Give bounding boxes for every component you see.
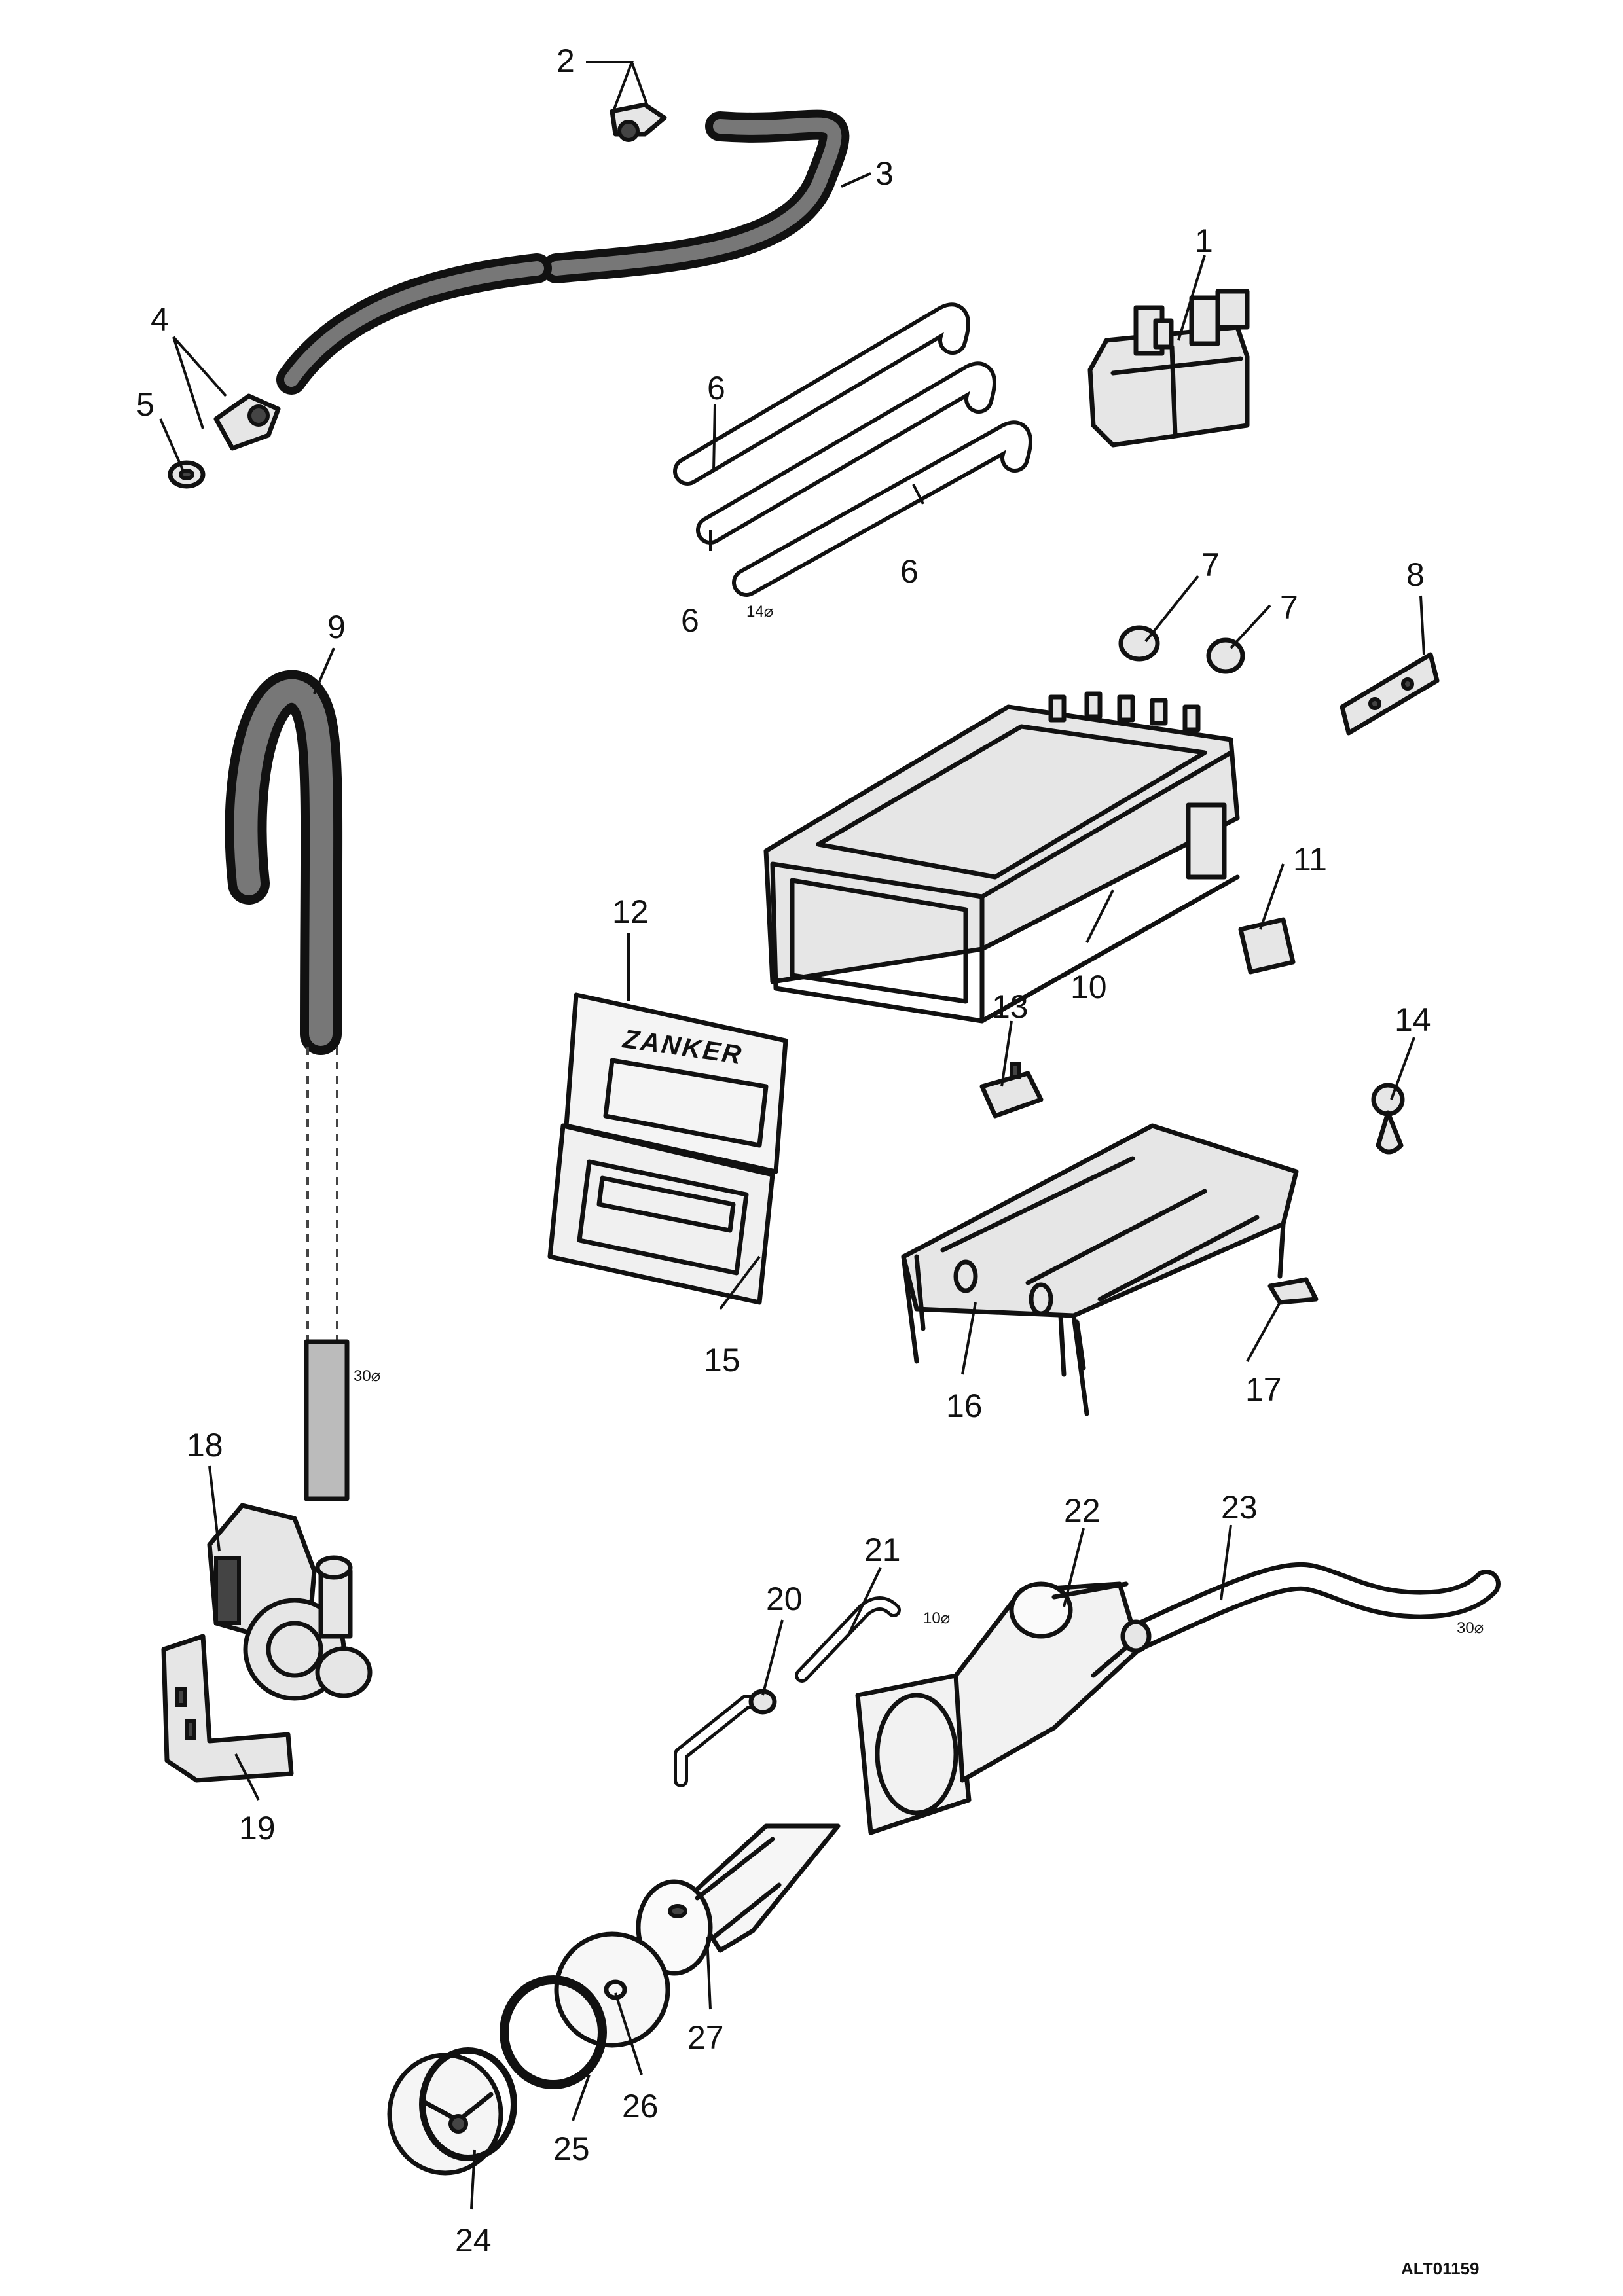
- callout-21: 21: [864, 1532, 901, 1568]
- callout-1: 1: [1195, 223, 1213, 259]
- part-8-bracket: [1340, 652, 1440, 736]
- size-label-tube-6: 14⌀: [746, 603, 773, 620]
- housing-spigots: [1048, 691, 1201, 732]
- part-21-small-tube: [795, 1596, 901, 1683]
- callout-17: 17: [1245, 1371, 1282, 1408]
- callout-13: 13: [992, 988, 1029, 1025]
- callout-3: 3: [875, 155, 894, 192]
- part-25-seal-ring: [500, 1975, 607, 2089]
- part-12-brand-panel: ZANKER: [564, 992, 788, 1174]
- part-20-bent-tube: [674, 1689, 777, 1787]
- size-labels: 14⌀ 30⌀ 10⌀ 30⌀: [354, 603, 1484, 1637]
- callout-19: 19: [239, 1810, 276, 1846]
- part-7-plugs: [1118, 625, 1245, 674]
- callout-18: 18: [187, 1427, 223, 1463]
- callout-24: 24: [455, 2222, 492, 2259]
- callout-20: 20: [766, 1581, 803, 1617]
- callout-6b: 6: [681, 602, 699, 639]
- callout-5: 5: [136, 386, 155, 423]
- part-2-hose-clip: [610, 102, 667, 142]
- part-22-sump-housing: [855, 1581, 1142, 1835]
- part-14-elbow: [1371, 1083, 1405, 1155]
- callout-14: 14: [1395, 1001, 1431, 1038]
- callout-7a: 7: [1201, 547, 1220, 583]
- part-1-valve: [1087, 289, 1250, 448]
- part-5-washer: [168, 460, 206, 489]
- part-15-drawer-front: [547, 1123, 775, 1305]
- callout-22: 22: [1064, 1492, 1101, 1529]
- part-16-drawer-tray: [901, 1123, 1299, 1416]
- callout-4: 4: [151, 301, 169, 338]
- callout-7b: 7: [1280, 589, 1298, 626]
- part-3-hose: [276, 109, 850, 395]
- part-11-clip: [1238, 917, 1296, 975]
- callout-6a: 6: [707, 370, 725, 406]
- part-18-pump: [207, 1503, 373, 1701]
- drawing-reference-code: ALT01159: [1401, 2259, 1479, 2278]
- part-17-clip: [1267, 1277, 1319, 1305]
- callout-26: 26: [622, 2088, 659, 2125]
- part-19-pump-bracket: [161, 1634, 294, 1783]
- callout-11: 11: [1293, 841, 1327, 878]
- part-9-hose: [225, 670, 350, 1501]
- callout-25: 25: [553, 2130, 590, 2167]
- size-label-hose-23: 30⌀: [1457, 1619, 1484, 1637]
- callout-9: 9: [327, 609, 346, 645]
- part-24-filter-cap: [387, 2047, 517, 2176]
- callout-15: 15: [704, 1342, 740, 1378]
- size-label-tube-21: 10⌀: [923, 1609, 950, 1627]
- part-6-tubes: [673, 302, 1032, 597]
- callout-2: 2: [556, 43, 575, 79]
- part-4-connector: [213, 393, 281, 451]
- part-23-drain-hose: [1120, 1562, 1501, 1653]
- callout-6c: 6: [900, 553, 919, 590]
- callout-23: 23: [1221, 1489, 1258, 1526]
- callout-numbers: 1 2 3 4 5 6 6 6 7 7 8 9 10 11 12 13 14 1…: [136, 43, 1431, 2259]
- part-26-disc: [554, 1931, 670, 2048]
- callout-16: 16: [946, 1388, 983, 1424]
- size-label-hose-9: 30⌀: [354, 1367, 380, 1385]
- part-13-microswitch: [979, 1062, 1044, 1119]
- callout-12: 12: [612, 893, 649, 930]
- leader-lines: [159, 61, 1425, 2210]
- part-27-filter-insert: [636, 1823, 841, 1976]
- part-10-dispenser-housing: [763, 691, 1240, 1024]
- callout-8: 8: [1406, 556, 1425, 593]
- callout-10: 10: [1070, 969, 1107, 1005]
- callout-27: 27: [687, 2019, 724, 2056]
